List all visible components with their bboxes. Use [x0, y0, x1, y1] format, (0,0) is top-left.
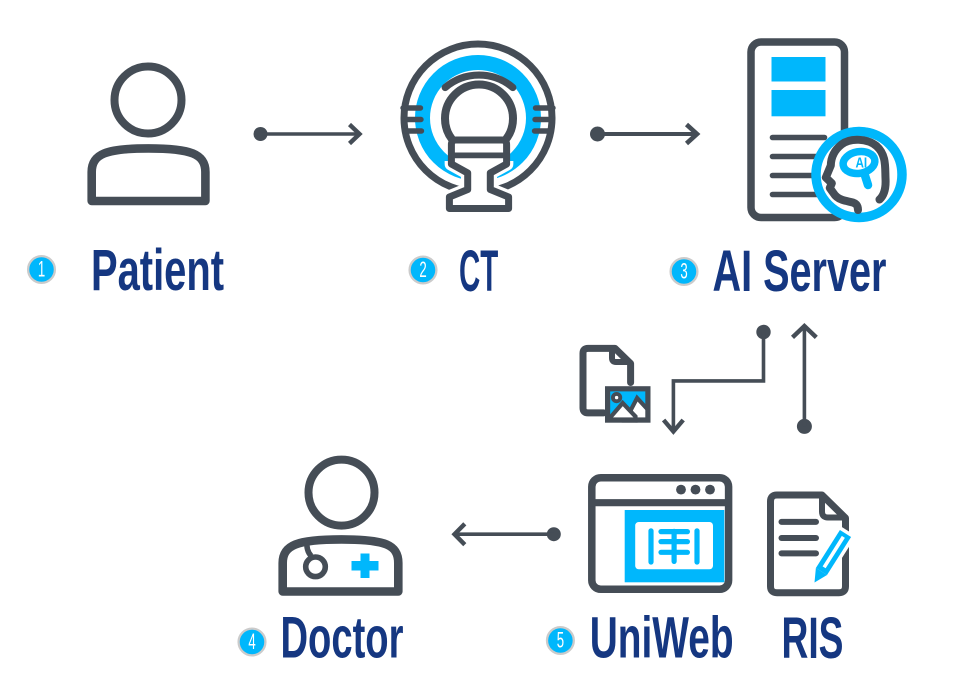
svg-text:4: 4 [248, 630, 255, 654]
svg-text:1: 1 [38, 257, 45, 281]
svg-text:Patient: Patient [91, 238, 224, 303]
svg-text:AI: AI [855, 154, 867, 171]
svg-text:RIS: RIS [782, 607, 844, 671]
svg-text:3: 3 [680, 259, 687, 283]
svg-text:Doctor: Doctor [281, 607, 404, 671]
svg-text:5: 5 [557, 628, 564, 652]
svg-text:AI Server: AI Server [713, 238, 887, 303]
svg-text:2: 2 [419, 258, 426, 282]
svg-text:UniWeb: UniWeb [590, 606, 734, 671]
svg-text:CT: CT [459, 238, 498, 304]
